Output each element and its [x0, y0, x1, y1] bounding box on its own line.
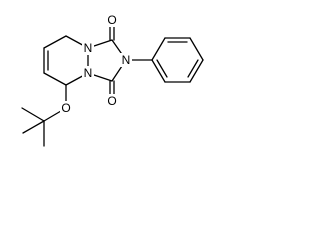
svg-text:N: N: [122, 53, 131, 67]
svg-text:N: N: [84, 66, 93, 80]
atom-n3: N: [120, 53, 132, 67]
atom-n1: N: [82, 41, 94, 55]
bond-ch2-ch: [43, 35, 67, 49]
phenyl-double-2: [187, 59, 199, 78]
atom-o-ether: O: [60, 101, 72, 115]
phenyl-bond-1: [151, 37, 166, 61]
atom-o-carbonyl-top: O: [106, 13, 118, 27]
bond-cq-me-up: [21, 107, 45, 122]
phenyl-bond-6: [151, 59, 166, 83]
atom-n2: N: [82, 66, 94, 80]
svg-text:O: O: [107, 13, 116, 27]
atom-o-carbonyl-bottom: O: [106, 94, 118, 108]
phenyl-double-3: [156, 59, 168, 78]
phenyl-bond-4: [189, 59, 204, 83]
svg-text:N: N: [84, 41, 93, 55]
chemical-structure: N N N O O O: [21, 13, 204, 147]
phenyl-bond-3: [189, 37, 204, 61]
bond-cq-me-left: [22, 120, 45, 134]
svg-text:O: O: [61, 101, 70, 115]
bond-ch-chO: [43, 72, 67, 86]
svg-text:O: O: [107, 94, 116, 108]
